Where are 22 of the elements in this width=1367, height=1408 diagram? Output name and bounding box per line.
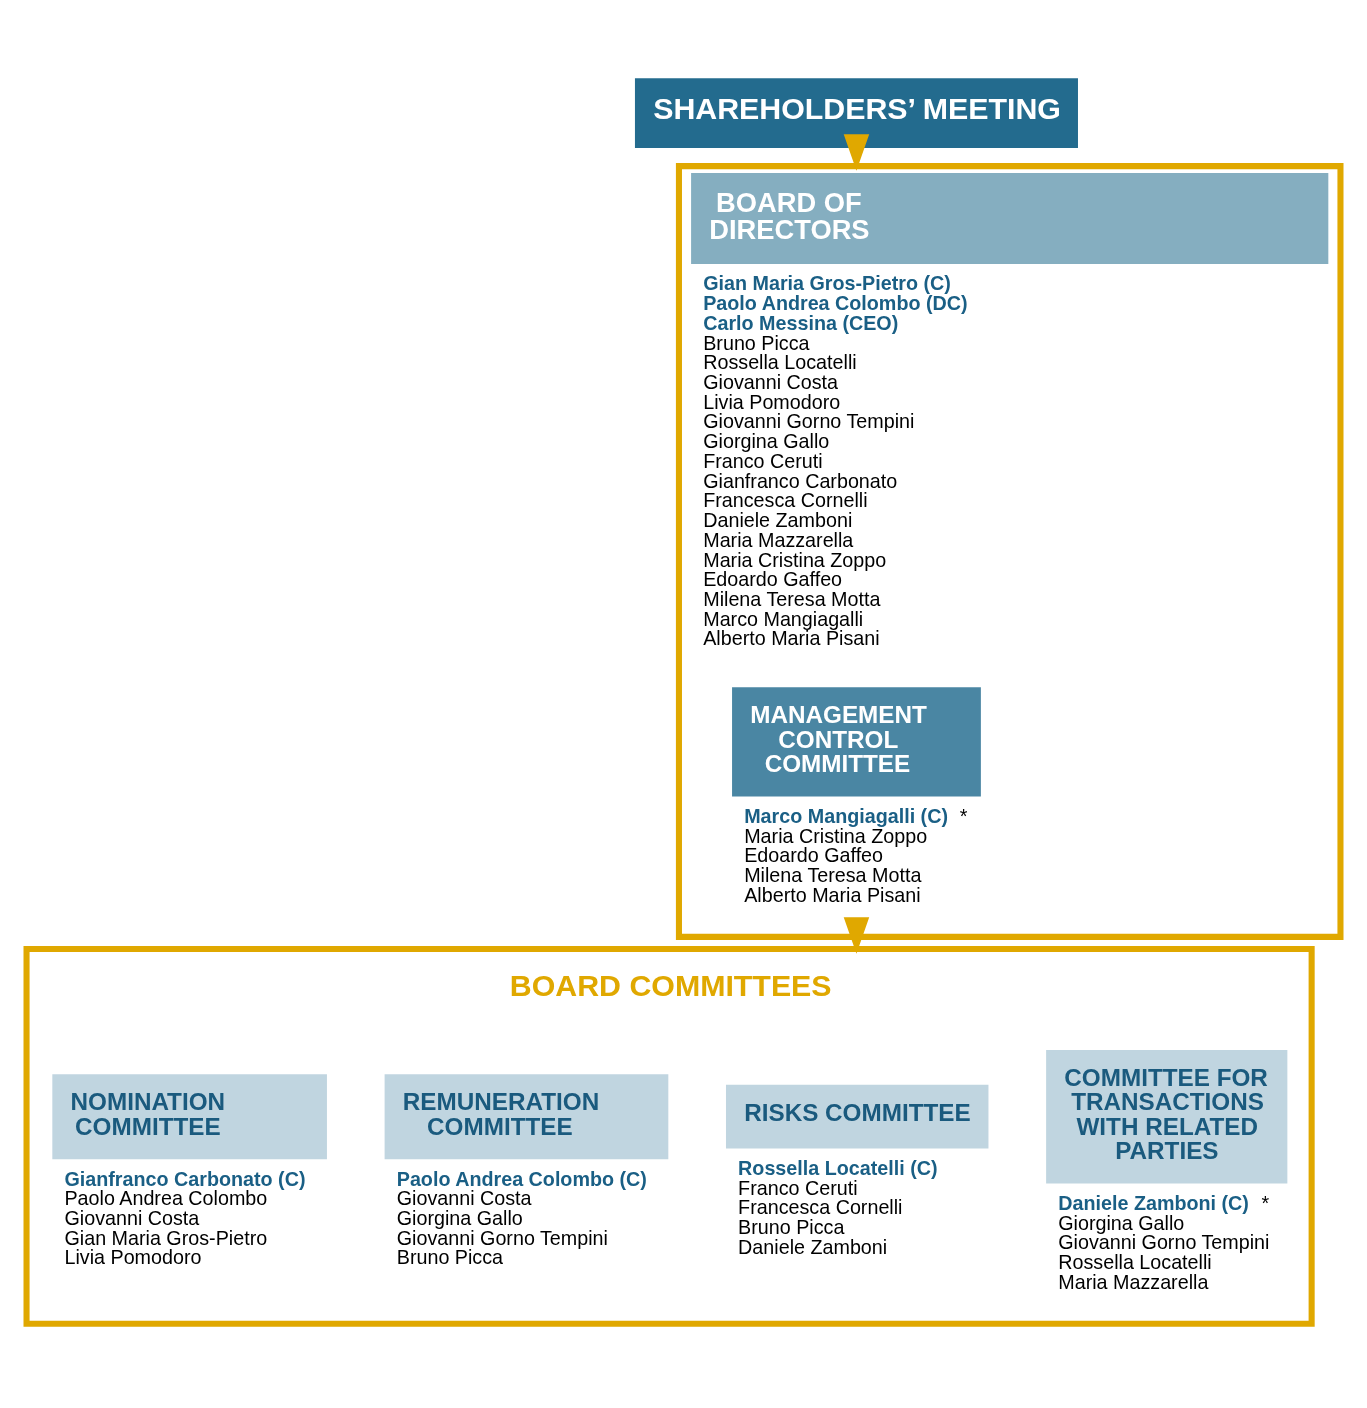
node-label: Franco Ceruti — [738, 1176, 858, 1199]
node-label: Daniele Zamboni (C) * — [1058, 1191, 1270, 1214]
node-label: Giorgina Gallo — [396, 1207, 523, 1230]
node-label: Giorgina Gallo — [1058, 1211, 1185, 1234]
node-label: Gianfranco Carbonato (C) — [64, 1167, 306, 1190]
node-box: MANAGEMENT CONTROL COMMITTEE — [732, 687, 981, 797]
node-label: Francesca Cornelli — [738, 1196, 903, 1219]
node-label: Rossella Locatelli (C) — [738, 1156, 938, 1179]
node-label: Paolo Andrea Colombo — [64, 1187, 268, 1210]
node-box: SHAREHOLDERS’ MEETING — [634, 78, 1078, 148]
node-label: Livia Pomodoro — [64, 1246, 202, 1269]
node-box: COMMITTEE FOR TRANSACTIONS WITH RELATED PARTIES — [1046, 1049, 1288, 1184]
arrow — [843, 134, 870, 171]
node-box: RISKS COMMITTEE — [726, 1084, 989, 1149]
node-label: Paolo Andrea Colombo (C) — [396, 1167, 647, 1190]
node-box: NOMINATION COMMITTEE — [52, 1074, 327, 1160]
node-label: Giovanni Costa — [396, 1187, 532, 1210]
node-label: Edoardo Gaffeo — [744, 844, 884, 867]
node-label: Marco Mangiagalli (C) * — [744, 804, 968, 827]
node-box: REMUNERATION COMMITTEE — [384, 1074, 669, 1160]
node-label: Bruno Picca — [396, 1246, 504, 1269]
arrow — [843, 917, 870, 954]
